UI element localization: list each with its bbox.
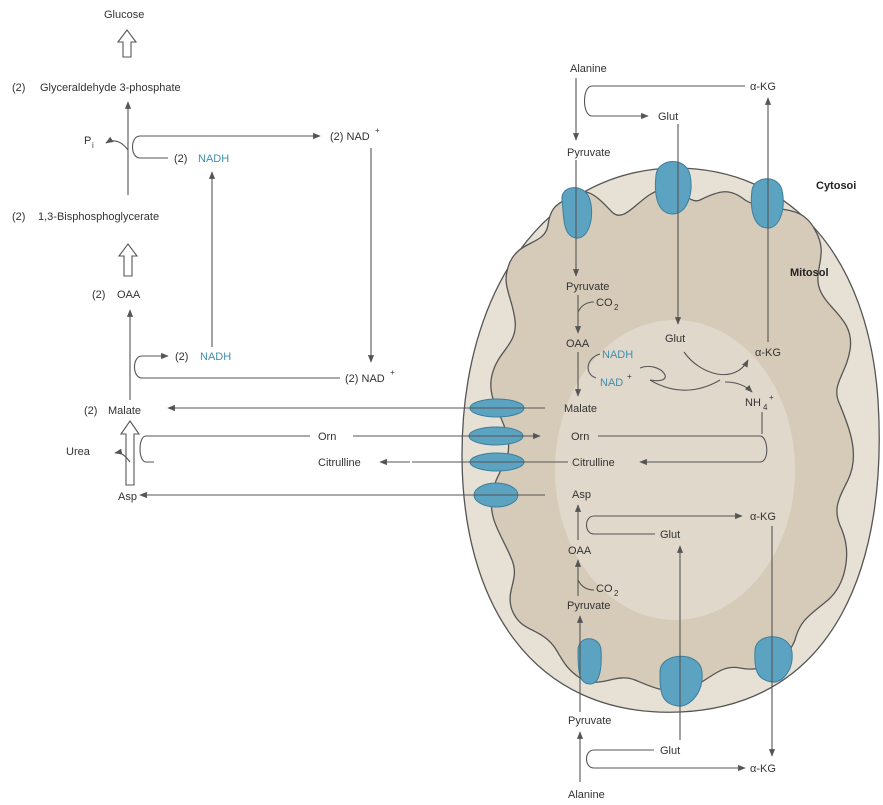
top-akg-label: α-KG [750,81,776,93]
asp-label: Asp [118,491,137,503]
hollow-arrow-bpg [117,243,139,277]
hollow-arrow-glucose [116,29,138,58]
m-nh4-sup: + [769,393,774,402]
top-glut-label: Glut [658,111,678,123]
nad1-label: (2) NAD [330,131,370,143]
m-asp-label: Asp [572,489,591,501]
m-malate-label: Malate [564,403,597,415]
loop-nadh2 [133,352,340,379]
m-akg2-label: α-KG [750,511,776,523]
top-alanine-entry: Alanine Glut α-KG Pyruvate Cytosoi Mitos… [567,63,856,279]
transporter-top-akg [750,178,784,229]
transporter-top-pyruvate [561,187,593,239]
m-co2-1-label: CO [596,297,613,309]
nadh2-coef: (2) [175,351,188,363]
mitosol-label: Mitosol [790,267,829,279]
m-nh4-label: NH [745,397,761,409]
urea-label: Urea [66,446,91,458]
mitochondrion [461,167,880,713]
nad2-sup: + [390,368,395,377]
hollow-arrow-asp-malate [119,420,141,486]
bot-glut-label: Glut [660,745,680,757]
bot-alanine-label: Alanine [568,789,605,801]
glut-deamination-curve [639,365,721,391]
urea-cycle-loop [598,435,768,466]
glut-to-akg-arrow [683,351,749,376]
m-nad-label: NAD [600,377,623,389]
co2-arrow-2 [577,579,595,591]
transporter-bottom-glut [659,655,703,707]
bpg-label: 1,3-Bisphosphoglycerate [38,211,159,223]
g3p-coef: (2) [12,82,25,94]
nadh1-label: NADH [198,153,229,165]
top-alanine-label: Alanine [570,63,607,75]
malate-coef: (2) [84,405,97,417]
nadh-to-nad-curve [587,353,601,379]
m-nad-sup: + [627,372,632,381]
transporter-bottom-pyruvate [577,638,602,685]
arrow-to-urea [114,448,131,463]
transporter-top-glut [654,161,692,215]
m-oaa-label: OAA [566,338,590,350]
m-citrulline-label: Citrulline [572,457,615,469]
to-nh4-arrow [724,381,753,393]
m-co2-2-sub: 2 [614,589,619,598]
orn-label: Orn [318,431,336,443]
oaa-label: OAA [117,289,141,301]
m-orn-label: Orn [571,431,589,443]
top-pyruvate-label: Pyruvate [567,147,610,159]
m-nadh-label: NADH [602,349,633,361]
m-akg-label: α-KG [755,347,781,359]
m-glut-label: Glut [665,333,685,345]
loop-akg-glut-top [583,85,745,120]
mitosol-pathway: Pyruvate CO 2 OAA Glut α-KG NADH NAD + M… [564,97,781,757]
citrulline-label: Citrulline [318,457,361,469]
nadh1-coef: (2) [174,153,187,165]
m-pyruvate-label: Pyruvate [566,281,609,293]
pi-sub: i [92,141,94,150]
loop-glut-akg-bottom [585,749,746,772]
mitosol-highlight [555,320,795,620]
m-oaa2-label: OAA [568,545,592,557]
loop-glut-akg-lower [585,512,743,535]
bottom-alanine-entry: Pyruvate Glut α-KG Alanine [568,715,776,801]
g3p-label: Glyceraldehyde 3-phosphate [40,82,181,94]
m-glut2-label: Glut [660,529,680,541]
loop-nadh1 [131,132,321,159]
nad1-sup: + [375,126,380,135]
nadh2-label: NADH [200,351,231,363]
arrow-to-pi [105,136,129,151]
malate-label: Malate [108,405,141,417]
pi-label: P [84,135,91,147]
m-co2-2-label: CO [596,583,613,595]
bot-akg-label: α-KG [750,763,776,775]
m-co2-1-sub: 2 [614,303,619,312]
loop-orn [139,435,310,463]
m-nh4-sub: 4 [763,403,768,412]
glucose-label: Glucose [104,9,144,21]
bot-pyruvate-label: Pyruvate [568,715,611,727]
nad2-label: (2) NAD [345,373,385,385]
cytosol-pathway: Glucose (2) Glyceraldehyde 3-phosphate P… [12,9,568,503]
transporter-bottom-akg [754,636,793,683]
m-pyruvate2-label: Pyruvate [567,600,610,612]
oaa-coef: (2) [92,289,105,301]
cytosol-label: Cytosoi [816,180,856,192]
bpg-coef: (2) [12,211,25,223]
co2-arrow-1 [577,301,595,313]
